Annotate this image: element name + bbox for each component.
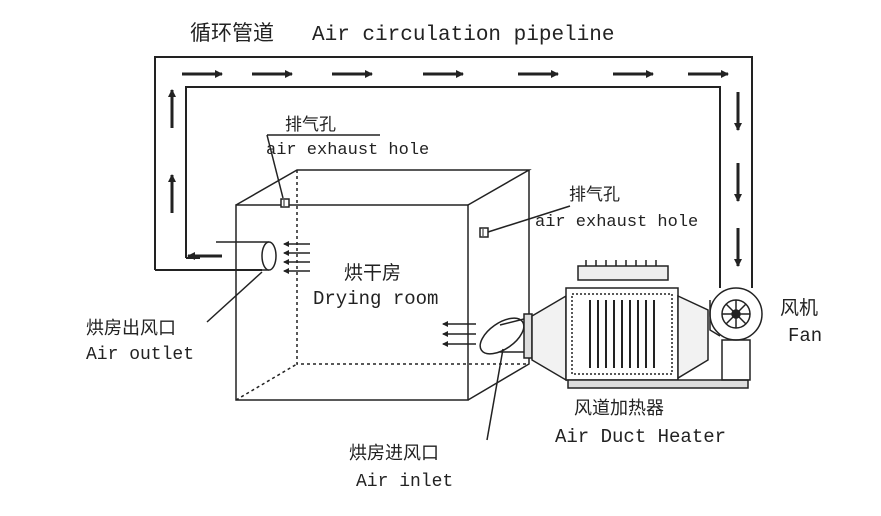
flow-arrows [168, 70, 742, 267]
pipeline-title: 循环管道 Air circulation pipeline [190, 21, 614, 47]
fan-scroll [709, 300, 721, 337]
fan: 风机 Fan [709, 287, 822, 381]
heater-terminals [585, 260, 657, 266]
exhaust-hole-1-leader-diag [266, 134, 284, 199]
exhaust-hole-2-leader [487, 205, 571, 233]
pipeline-outer [154, 56, 753, 288]
exhaust-hole-2-label-zh: 排气孔 [569, 185, 620, 205]
fan-blades [722, 300, 750, 328]
room-hidden-edges [296, 170, 529, 365]
fan-stand [721, 339, 751, 381]
room-side-face [467, 170, 530, 401]
air-inlet-leader [486, 348, 504, 441]
heater-inlet-transition [531, 294, 567, 382]
heater-outlet-transition [677, 294, 709, 380]
exhaust-hole-1-label-zh: 排气孔 [285, 115, 336, 135]
air-duct-heater: 风道加热器 Air Duct Heater [531, 260, 749, 448]
air-outlet-label-en: Air outlet [86, 345, 194, 365]
air-inlet-label-en: Air inlet [356, 472, 453, 492]
pipeline-title-en: Air circulation pipeline [312, 24, 614, 47]
air-outlet-leader [206, 271, 263, 323]
outlet-opening [261, 241, 277, 271]
inlet-flange [523, 313, 533, 359]
exhaust-hole-1-marker [280, 198, 290, 208]
room-front-face [235, 204, 469, 401]
fan-label-en: Fan [788, 325, 822, 347]
exhaust-hole-2-label-en: air exhaust hole [535, 213, 698, 232]
inlet-opening [479, 317, 525, 355]
exhaust-hole-2-marker [479, 227, 489, 238]
drying-room-label-zh: 烘干房 [344, 262, 401, 284]
exhaust-hole-1: 排气孔 air exhaust hole [266, 115, 429, 208]
room-hidden-edge [235, 363, 298, 401]
air-inlet: 烘房进风口 Air inlet [349, 313, 533, 492]
heater-base [567, 379, 749, 389]
pipeline-title-zh: 循环管道 [190, 21, 274, 45]
room-top-face [235, 169, 532, 206]
air-inlet-label-zh: 烘房进风口 [349, 443, 439, 464]
drying-room-label-en: Drying room [313, 288, 438, 310]
circulation-pipeline [154, 56, 753, 288]
exhaust-hole-1-label-en: air exhaust hole [266, 141, 429, 160]
exhaust-hole-2: 排气孔 air exhaust hole [479, 185, 698, 238]
heater-label-zh: 风道加热器 [574, 398, 664, 419]
air-outlet: 烘房出风口 Air outlet [86, 241, 310, 365]
pipeline-inner [185, 86, 721, 288]
air-outlet-label-zh: 烘房出风口 [86, 318, 176, 339]
heater-label-en: Air Duct Heater [555, 426, 726, 448]
heater-terminal-box [577, 265, 669, 281]
fan-label-zh: 风机 [780, 297, 818, 319]
heater-elements [589, 300, 655, 368]
drying-room-box [235, 169, 532, 401]
drying-room-label: 烘干房 Drying room [313, 262, 438, 310]
